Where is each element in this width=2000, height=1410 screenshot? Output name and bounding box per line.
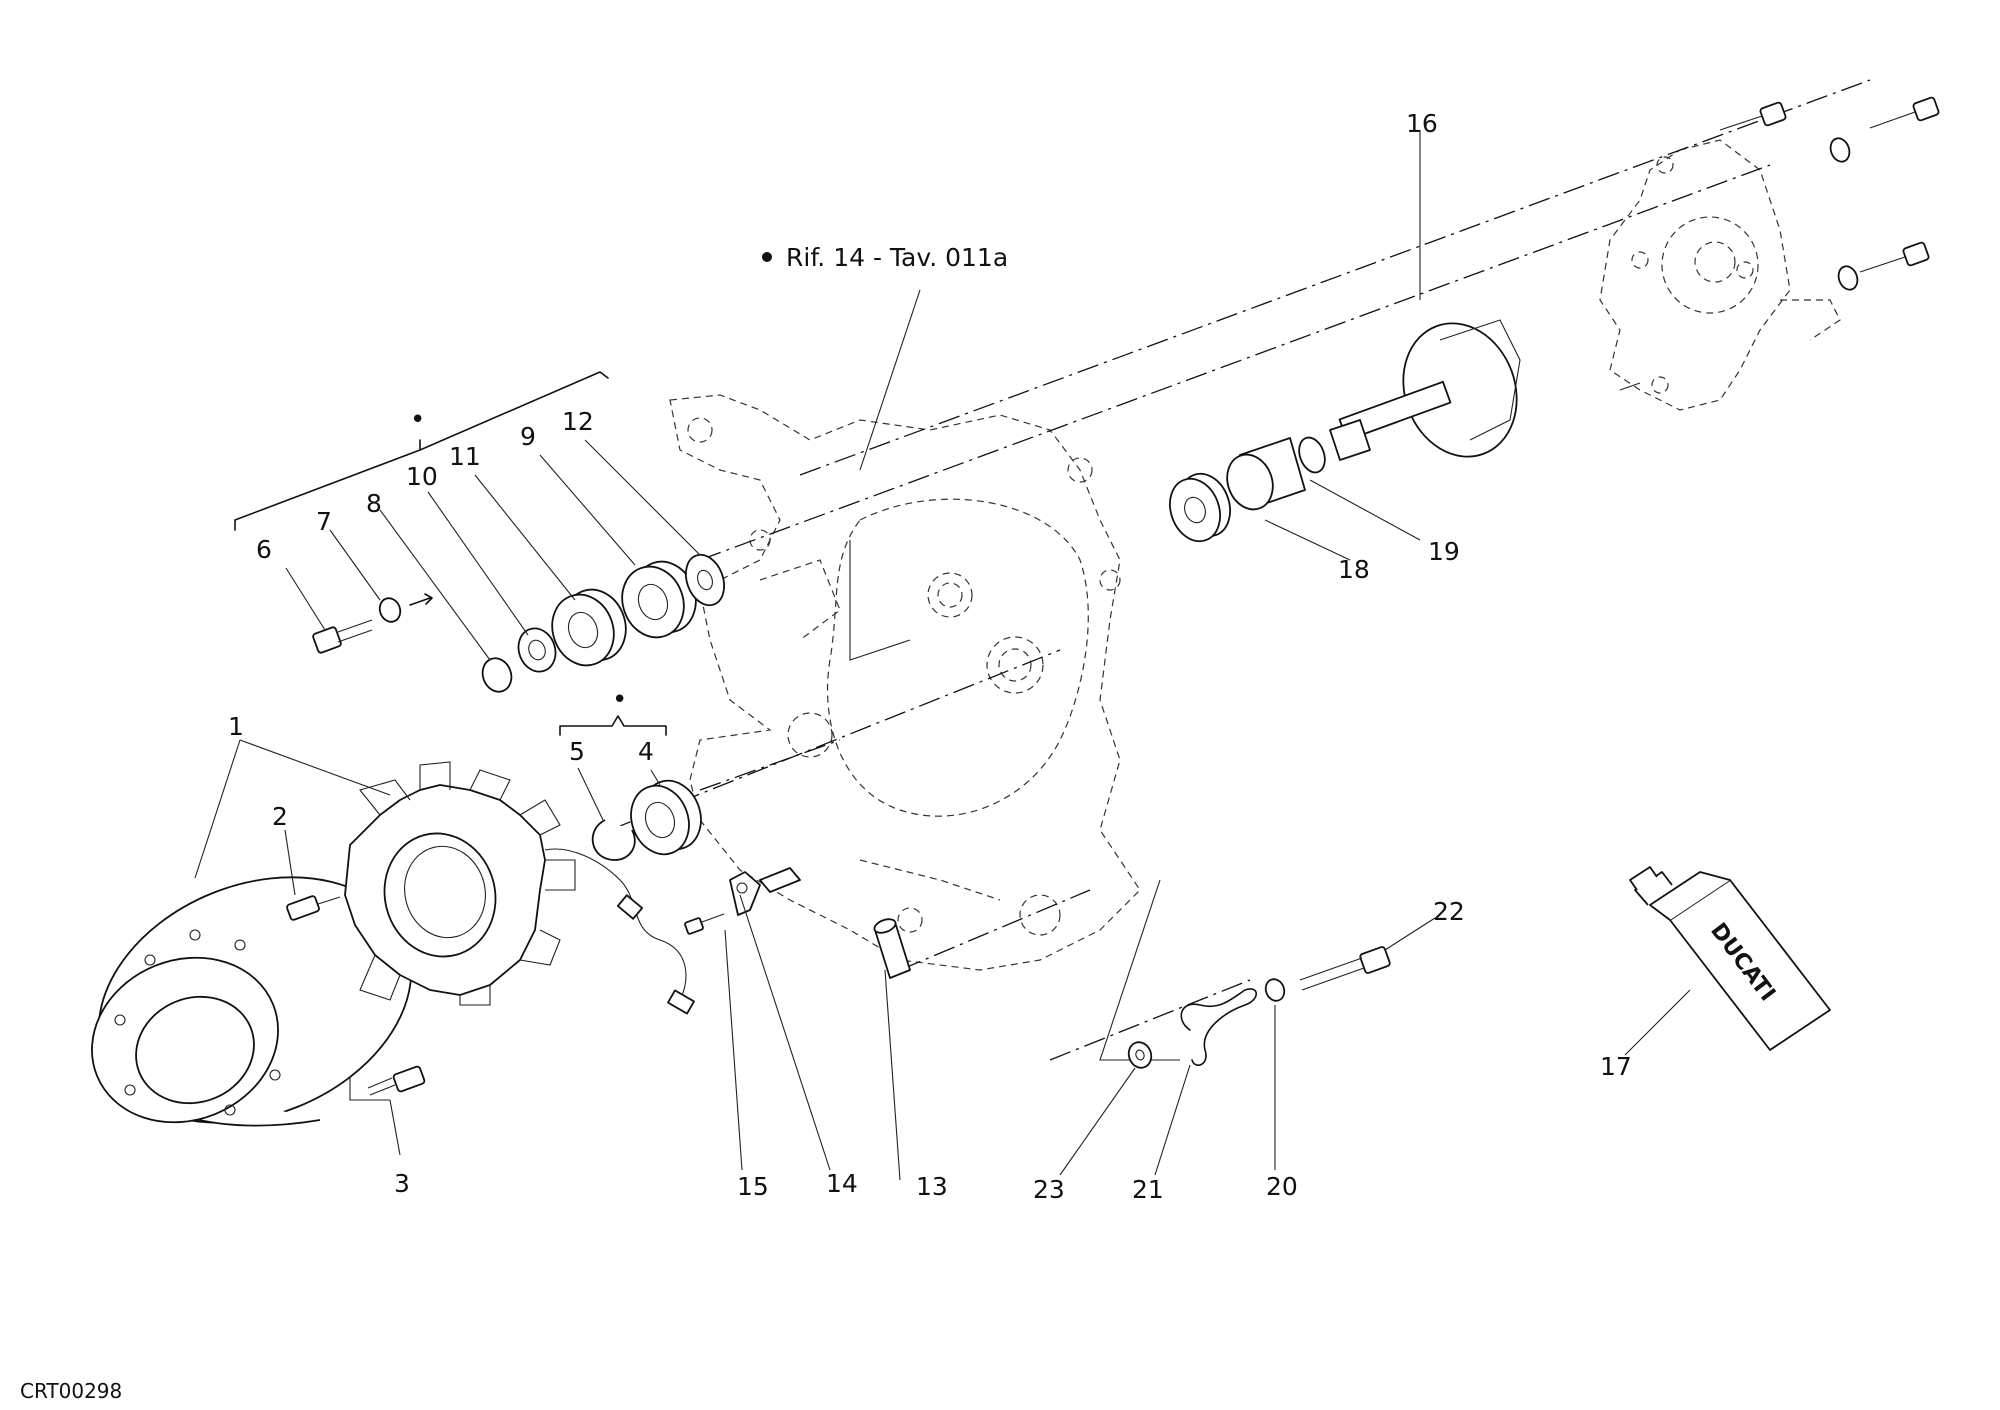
dowel-13 [873,918,911,979]
part-label-8: 8 [366,489,382,518]
water-pump-impeller-16 [1329,319,1521,461]
part-label-4: 4 [638,737,654,766]
figure-code: CRT00298 [20,1379,122,1403]
bolt-6 [312,619,373,654]
part-label-21: 21 [1132,1175,1164,1204]
part-label-11: 11 [449,442,481,471]
reference-note: Rif. 14 - Tav. 011a [762,243,1008,272]
circlip-5 [591,819,636,861]
part-label-15: 15 [737,1172,769,1201]
reference-note-text: Rif. 14 - Tav. 011a [786,243,1008,272]
seal-ring-8 [481,657,513,693]
stator-screw [286,895,341,921]
part-label-7: 7 [316,507,332,536]
part-label-18: 18 [1338,555,1370,584]
flywheel-rotor [91,876,413,1127]
group-bullet-top: • [410,405,425,435]
bearing-4 [630,779,702,856]
part-label-12: 12 [562,407,594,436]
seal-19 [1226,436,1326,511]
screw-15 [684,913,725,935]
part-label-6: 6 [256,535,272,564]
bearing-group-brace-top: • [234,371,609,531]
screw-22 [1299,946,1391,991]
part-label-17: 17 [1600,1052,1632,1081]
bearing-9 [621,560,697,639]
spacer-23 [1127,1041,1153,1069]
part-label-2: 2 [272,802,288,831]
water-pump-cover [1599,139,1841,411]
part-label-10: 10 [406,462,438,491]
part-label-20: 20 [1266,1172,1298,1201]
pump-cover-screws [1619,96,1940,391]
part-label-1: 1 [228,712,244,741]
washer-7 [378,593,433,623]
washer-20 [1264,978,1286,1002]
engine-cover-housing [669,394,1141,971]
bearing-11 [551,588,627,667]
cable-bracket-14 [729,867,801,916]
part-label-5: 5 [569,737,585,766]
cable-clip-21 [1180,988,1258,1066]
washer-12 [684,553,726,607]
part-number-labels: 1 2 3 4 5 6 7 8 9 10 11 12 13 14 15 16 1… [228,109,1632,1204]
part-label-3: 3 [394,1169,410,1198]
washer-10 [517,627,557,673]
bearing-group-brace-lower: • [559,685,667,736]
part-label-14: 14 [826,1169,858,1198]
seal-18 [1169,472,1231,543]
part-label-23: 23 [1033,1175,1065,1204]
part-label-13: 13 [916,1172,948,1201]
group-bullet-lower: • [612,685,627,715]
alternator-stator [344,761,695,1015]
rotor-screw [367,1065,426,1096]
part-label-19: 19 [1428,537,1460,566]
part-label-9: 9 [520,422,536,451]
leader-lines [194,130,1691,1181]
part-label-22: 22 [1433,897,1465,926]
sealant-tube-17: DUCATI [1629,866,1831,1051]
part-label-16: 16 [1406,109,1438,138]
